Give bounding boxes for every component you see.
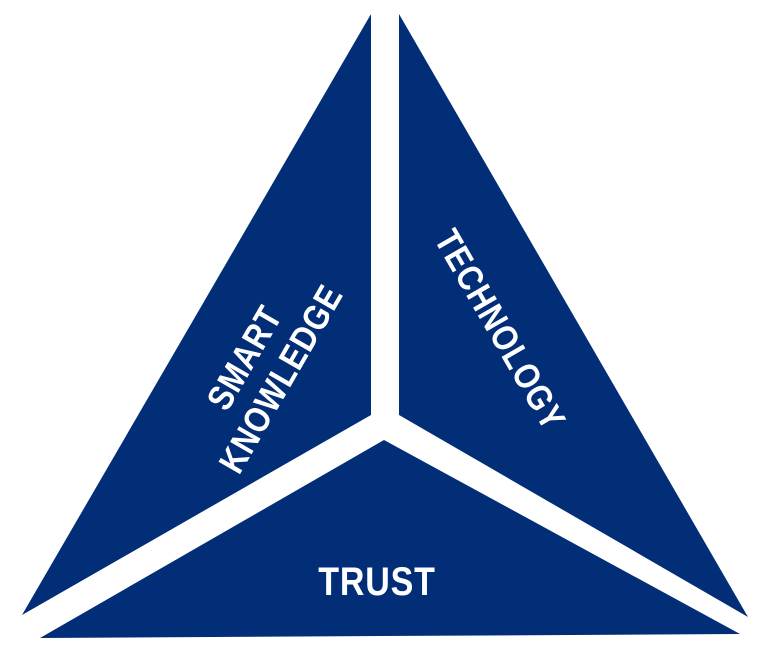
segment-trust xyxy=(40,440,740,638)
label-trust: TRUST xyxy=(318,558,436,603)
segment-smart-knowledge xyxy=(22,14,371,615)
segment-technology xyxy=(399,14,748,617)
